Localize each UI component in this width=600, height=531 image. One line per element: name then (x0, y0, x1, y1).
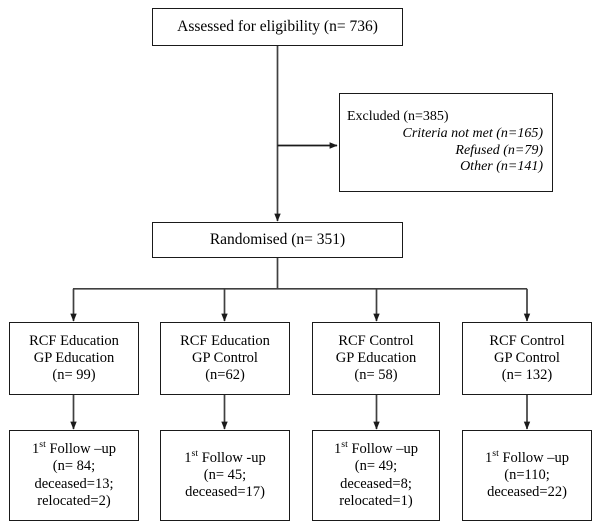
follow-up-title-rest: Follow –up (498, 449, 569, 466)
follow-up-ordinal-number: 1 (485, 449, 493, 466)
follow-up-deceased: deceased=13; (34, 475, 114, 492)
randomised-label: Randomised (n= 351) (209, 230, 346, 248)
allocation-group-box: RCF Control GP Control (n= 132) (462, 322, 592, 395)
follow-up-count: (n=110; (504, 466, 550, 483)
follow-up-deceased: deceased=17) (185, 484, 265, 501)
follow-up-deceased: deceased=8; (340, 475, 412, 492)
follow-up-relocated: relocated=1) (339, 492, 413, 509)
follow-up-ordinal-suffix: st (341, 439, 348, 451)
group-line-1: RCF Education (29, 332, 119, 349)
follow-up-title: 1st Follow -up (184, 448, 266, 467)
follow-up-ordinal-number: 1 (334, 441, 342, 458)
group-line-2: GP Education (335, 349, 417, 366)
follow-up-ordinal-suffix: st (39, 439, 46, 451)
group-line-2: GP Control (494, 349, 560, 366)
group-count: (n=62) (205, 367, 245, 384)
group-count: (n= 58) (354, 367, 398, 384)
follow-up-count: (n= 45; (203, 466, 247, 483)
follow-up-ordinal-suffix: st (492, 448, 499, 459)
follow-up-box: 1st Follow –up (n= 49; deceased=8; reloc… (312, 430, 440, 521)
allocation-group-box: RCF Education GP Control (n=62) (160, 322, 290, 395)
randomised-box: Randomised (n= 351) (152, 222, 403, 258)
follow-up-ordinal-number: 1 (32, 441, 40, 458)
group-count: (n= 132) (501, 367, 553, 384)
follow-up-count: (n= 84; (52, 458, 96, 475)
excluded-heading: Excluded (n=385) (347, 109, 449, 125)
group-line-2: GP Control (192, 349, 258, 366)
follow-up-relocated: relocated=2) (37, 492, 111, 509)
follow-up-count: (n= 49; (354, 458, 398, 475)
follow-up-title-rest: Follow –up (347, 441, 418, 458)
excluded-reason-criteria-not-met: Criteria not met (n=165) (402, 125, 544, 141)
follow-up-title: 1st Follow –up (334, 439, 418, 458)
group-line-1: RCF Control (489, 332, 565, 349)
follow-up-title-rest: Follow –up (45, 441, 116, 458)
excluded-box: Excluded (n=385) Criteria not met (n=165… (339, 93, 553, 192)
allocation-group-box: RCF Control GP Education (n= 58) (312, 322, 440, 395)
follow-up-box: 1st Follow –up (n=110; deceased=22) (462, 430, 592, 521)
follow-up-box: 1st Follow -up (n= 45; deceased=17) (160, 430, 290, 521)
follow-up-deceased: deceased=22) (487, 484, 567, 501)
follow-up-title-rest: Follow -up (198, 449, 266, 466)
group-line-1: RCF Control (338, 332, 414, 349)
follow-up-title: 1st Follow –up (485, 448, 569, 467)
follow-up-ordinal-number: 1 (184, 449, 192, 466)
assessed-for-eligibility-box: Assessed for eligibility (n= 736) (152, 8, 403, 46)
allocation-group-box: RCF Education GP Education (n= 99) (9, 322, 139, 395)
group-count: (n= 99) (52, 367, 96, 384)
follow-up-box: 1st Follow –up (n= 84; deceased=13; relo… (9, 430, 139, 521)
excluded-reason-refused: Refused (n=79) (455, 142, 543, 158)
follow-up-title: 1st Follow –up (32, 439, 116, 458)
excluded-reason-other: Other (n=141) (460, 159, 543, 175)
group-line-1: RCF Education (180, 332, 270, 349)
group-line-2: GP Education (33, 349, 115, 366)
follow-up-ordinal-suffix: st (191, 448, 199, 459)
assessed-for-eligibility-label: Assessed for eligibility (n= 736) (177, 17, 378, 35)
